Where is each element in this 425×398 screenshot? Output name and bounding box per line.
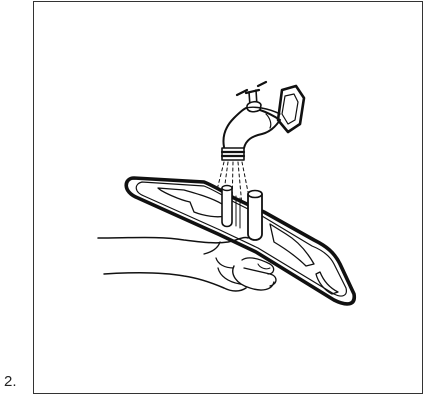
rinse-filter-under-tap-icon <box>34 2 424 395</box>
illustration-frame <box>33 1 423 394</box>
step-number: 2. <box>4 373 17 391</box>
